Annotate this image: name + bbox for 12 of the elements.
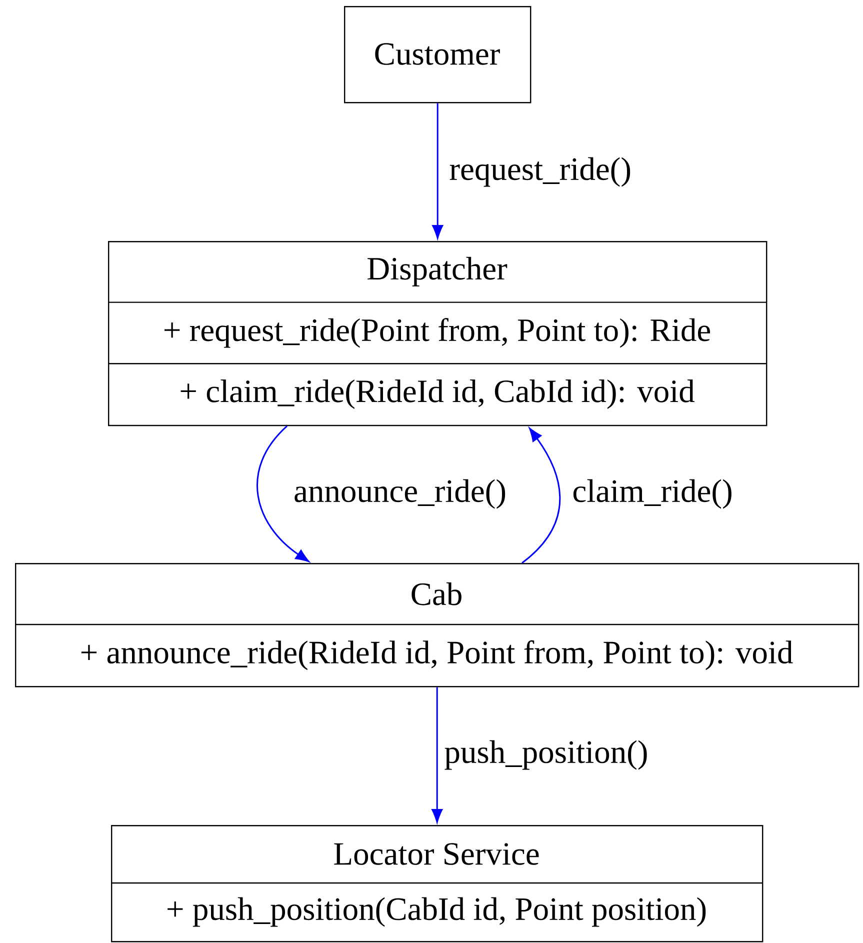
- edge-label: claim_ride(): [571, 478, 734, 510]
- actor-box: Customer: [344, 6, 532, 104]
- edge-label: announce_ride(): [292, 478, 508, 510]
- class-box: Dispatcher + request_ride(Point from, Point to): Ride + claim_ride(RideId id, CabId id): void: [108, 241, 768, 426]
- arrow: [256, 426, 310, 562]
- class-box: Cab + announce_ride(RideId id, Point from, Point to): void: [15, 563, 860, 688]
- arrow: [432, 103, 444, 239]
- arrow: [522, 428, 561, 564]
- class-box: Locator Service + push_position(CabId id, Point position): [111, 825, 764, 942]
- edge-label: push_position(): [443, 739, 650, 771]
- edge-label: request_ride(): [448, 156, 632, 188]
- arrow: [432, 687, 443, 823]
